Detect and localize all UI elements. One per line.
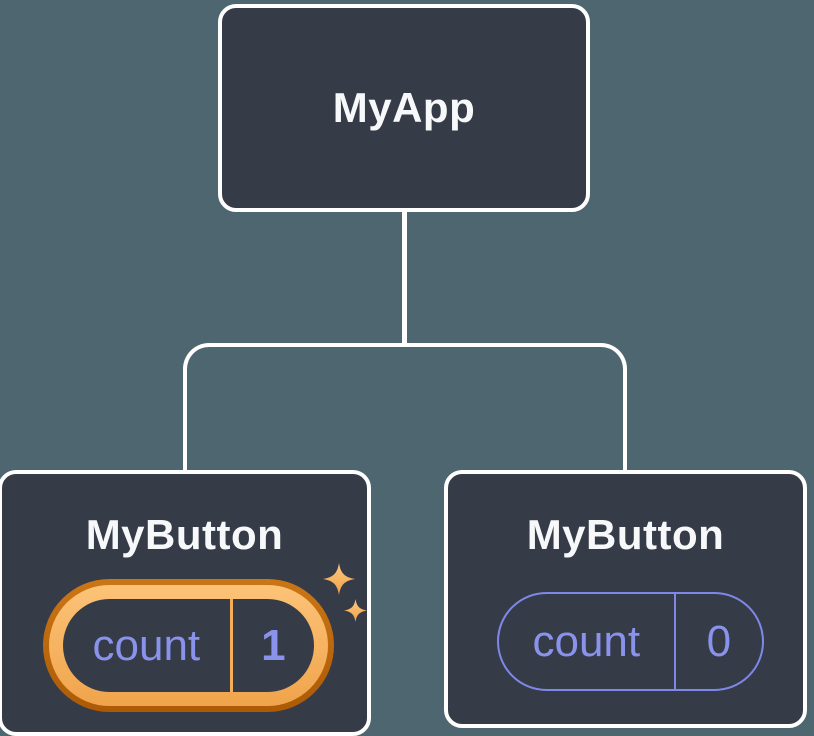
tree-connector-branch <box>183 343 627 470</box>
state-value: 0 <box>706 616 732 666</box>
state-key-label: count <box>532 616 641 666</box>
sparkles-icon <box>323 563 367 622</box>
state-value: 1 <box>261 620 286 670</box>
node-title: MyApp <box>332 84 476 131</box>
node-myapp: MyApp <box>218 4 590 212</box>
node-mybutton-left: MyButton count 1 <box>0 470 371 736</box>
node-mybutton-right: MyButton count 0 <box>444 470 807 728</box>
highlight-ring: count 1 <box>49 585 328 706</box>
state-pill-highlighted: count 1 <box>43 579 334 712</box>
state-key-label: count <box>92 620 201 670</box>
node-title: MyButton <box>85 511 284 558</box>
state-pill: count 0 <box>497 592 764 691</box>
tree-connector-stem <box>402 210 407 346</box>
node-title: MyButton <box>526 511 725 558</box>
